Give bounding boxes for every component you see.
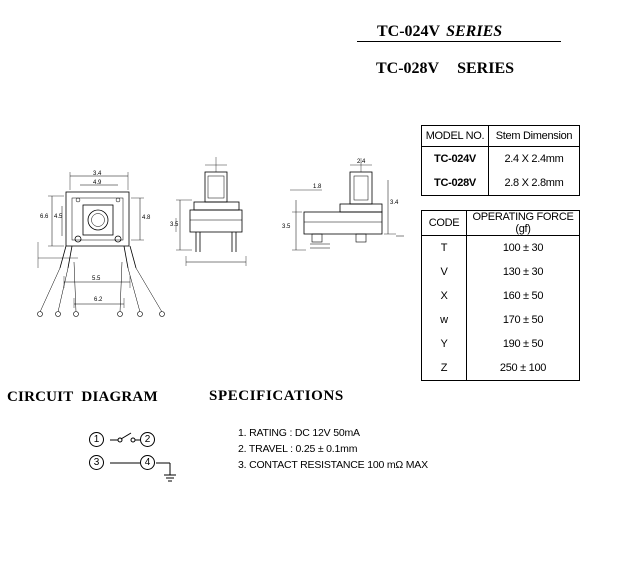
specifications-title: SPECIFICATIONS — [209, 388, 344, 404]
table-row: Z 250 ± 100 — [421, 356, 580, 381]
dim-label: 4.5 — [54, 214, 63, 220]
circuit-node-1: 1 — [89, 432, 104, 447]
front-view-drawing — [37, 172, 165, 317]
circuit-node-3: 3 — [89, 455, 104, 470]
stem-cell: 2.8 X 2.8mm — [504, 177, 564, 189]
spec-item-contact-resistance: 3. CONTACT RESISTANCE 100 mΩ MAX — [238, 459, 428, 471]
force-cell: 100 ± 30 — [502, 242, 544, 254]
stem-cell: 2.4 X 2.4mm — [504, 153, 564, 165]
dim-label: 1.8 — [313, 184, 322, 190]
force-cell: 130 ± 30 — [502, 266, 544, 278]
code-cell: T — [421, 235, 467, 260]
circuit-title-word-1: CIRCUIT — [7, 389, 74, 405]
series-word-2: SERIES — [457, 60, 515, 77]
table-row: T 100 ± 30 — [421, 235, 580, 260]
table-row: X 160 ± 50 — [421, 284, 580, 308]
right-view-drawing — [290, 158, 404, 251]
dim-label: 6.2 — [94, 297, 103, 303]
table-row: V 130 ± 30 — [421, 260, 580, 284]
spec-item-rating: 1. RATING : DC 12V 50mA — [238, 427, 360, 439]
force-cell: 190 ± 50 — [502, 338, 544, 350]
code-cell: X — [421, 284, 467, 308]
dim-label: 4.9 — [93, 180, 102, 186]
force-cell: 160 ± 50 — [502, 290, 544, 302]
table-row: TC-024V 2.4 X 2.4mm — [421, 146, 580, 171]
force-cell: 170 ± 50 — [502, 314, 544, 326]
series-model-1: TC-024V — [377, 23, 441, 40]
operating-force-table: CODE OPERATING FORCE (gf) T 100 ± 30 V 130… — [421, 210, 580, 381]
title-underline — [357, 41, 561, 42]
model-header-cell: MODEL NO. — [421, 125, 489, 147]
stem-header-cell: Stem Dimension — [488, 125, 580, 147]
dim-label: 2.4 — [357, 159, 366, 165]
circuit-node-4: 4 — [140, 455, 155, 470]
spec-item-travel: 2. TRAVEL : 0.25 ± 0.1mm — [238, 443, 358, 455]
code-header-cell: CODE — [421, 210, 467, 236]
model-cell: TC-024V — [421, 146, 489, 171]
code-cell: Z — [421, 356, 467, 381]
model-cell: TC-028V — [421, 171, 489, 196]
table-row: w 170 ± 50 — [421, 308, 580, 332]
circuit-node-2: 2 — [140, 432, 155, 447]
dim-label: 3.5 — [282, 224, 291, 230]
dim-label: 3.5 — [170, 222, 179, 228]
circuit-title-word-2: DIAGRAM — [81, 389, 158, 405]
circuit-wiring — [110, 432, 176, 482]
series-title-1: TC-024V SERIES — [377, 23, 502, 41]
force-table-header: CODE OPERATING FORCE (gf) — [421, 210, 580, 236]
model-stem-table: MODEL NO. Stem Dimension TC-024V 2.4 X 2… — [421, 125, 580, 196]
dim-label: 4.8 — [142, 215, 151, 221]
force-header-cell: OPERATING FORCE (gf) — [466, 210, 580, 236]
dim-label: 6.6 — [40, 214, 49, 220]
series-word-1: SERIES — [446, 23, 503, 40]
circuit-diagram-title: CIRCUIT DIAGRAM — [7, 389, 158, 406]
force-cell: 250 ± 100 — [499, 362, 547, 374]
code-cell: Y — [421, 332, 467, 356]
dim-label: 3.4 — [93, 171, 102, 177]
dim-label: 3.4 — [390, 200, 399, 206]
table-row: TC-028V 2.8 X 2.8mm — [421, 171, 580, 196]
side-view-drawing — [175, 157, 247, 266]
series-title-2: TC-028V SERIES — [376, 60, 514, 78]
table-row: Y 190 ± 50 — [421, 332, 580, 356]
model-table-header: MODEL NO. Stem Dimension — [421, 125, 580, 147]
code-cell: w — [421, 308, 467, 332]
code-cell: V — [421, 260, 467, 284]
dim-label: 5.5 — [92, 276, 101, 282]
series-model-2: TC-028V — [376, 60, 440, 77]
